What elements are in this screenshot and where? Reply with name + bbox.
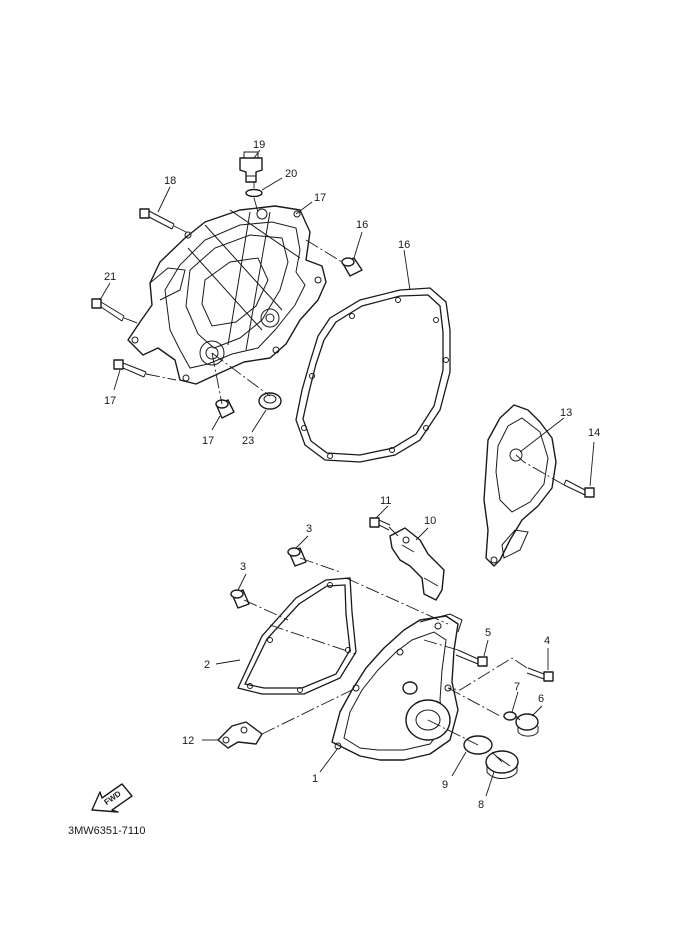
bolt-part-4 [526,667,554,682]
oil-seal-part-23 [258,392,282,410]
o-ring-part-22 [245,188,263,198]
gasket-part-16 [295,287,451,463]
callout-8: 8 [478,799,484,811]
bolt-part-5 [455,649,488,667]
callout-11: 11 [380,495,391,507]
callout-17-upper: 16 [356,219,368,231]
bracket-part-10 [389,527,445,601]
dowel-pin-part-17-lower [215,399,235,419]
plug-part-8 [485,750,519,780]
callout-18: 17 [104,395,116,407]
callout-16: 16 [398,239,410,251]
callout-19: 18 [164,175,176,187]
callout-3-lower: 3 [240,561,246,573]
o-ring-part-7 [503,711,517,721]
callout-5: 5 [485,627,491,639]
callout-3-upper: 3 [306,523,312,535]
bolt-part-19 [139,208,175,230]
bolt-part-14 [563,479,595,498]
dowel-pin-part-3-lower [230,589,250,609]
callout-10: 10 [424,515,436,527]
callout-17-lower: 17 [202,435,214,447]
callout-1: 1 [312,773,318,785]
leader-lines [99,149,595,797]
callout-2: 2 [204,659,210,671]
callout-21: 19 [253,139,265,151]
bolt-part-11 [369,517,391,531]
bracket-part-12 [217,721,263,749]
callout-12: 12 [182,735,194,747]
callout-labels: 19 20 17 18 21 17 16 17 23 16 13 14 11 1… [104,139,600,811]
dowel-pin-part-17-upper [341,257,363,277]
callout-14: 14 [588,427,600,439]
callout-23: 23 [242,435,254,447]
crankcase-cover-part-1 [331,613,463,761]
callout-9: 9 [442,779,448,791]
assembly-lines [123,182,565,763]
callout-22: 20 [285,168,297,180]
bolt-part-20 [91,298,125,322]
diagram-code: 3MW6351-7110 [68,825,145,837]
callout-7: 7 [514,681,520,693]
crankcase-cover-part-15 [127,205,327,385]
oil-filler-cap-part-21 [239,151,263,183]
plug-part-6 [515,713,539,737]
sprocket-cover-part-13 [483,404,557,567]
gasket-part-2 [237,577,357,695]
callout-20: 21 [104,271,116,283]
callout-15: 17 [314,192,326,204]
callout-13: 13 [560,407,572,419]
dowel-pin-part-3-upper [287,547,307,567]
fwd-arrow-icon: FWD [91,783,133,813]
bolt-part-18 [113,359,147,378]
callout-4: 4 [544,635,550,647]
callout-6: 6 [538,693,544,705]
